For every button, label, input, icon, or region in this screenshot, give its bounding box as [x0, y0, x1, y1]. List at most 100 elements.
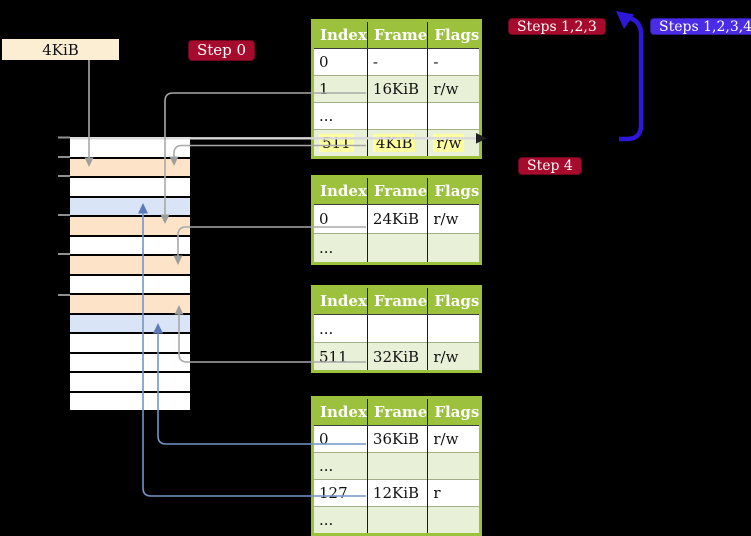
cell-text: ...: [319, 319, 334, 338]
table-row: 511 32KiB r/w: [312, 342, 481, 372]
table-header-cell: Flags: [427, 20, 481, 49]
table-row: ...: [312, 233, 481, 264]
table-cell: [366, 452, 428, 480]
table-cell: 16KiB: [366, 75, 428, 103]
table-cell: [427, 314, 481, 343]
table-cell: -: [366, 48, 428, 76]
cell-text: 32KiB: [372, 347, 420, 366]
table-cell: [427, 506, 481, 535]
table-cell: [366, 233, 428, 264]
table-row: 127 12KiB r: [312, 479, 481, 507]
table-cell: 1: [312, 75, 368, 103]
cell-text: r/w: [433, 347, 459, 366]
cell-text: 12KiB: [372, 484, 420, 502]
memory-row-3-mapped-page: [70, 195, 190, 215]
table-cell: 511: [312, 342, 368, 372]
table-row: 1 16KiB r/w: [312, 75, 481, 103]
table-row: 0 24KiB r/w: [312, 204, 481, 234]
cell-text: ...: [319, 511, 334, 529]
address-tick-marks: [58, 136, 70, 296]
up-left-arrowhead-icon: [616, 11, 634, 29]
table-cell: 32KiB: [366, 342, 428, 372]
cell-text: ...: [319, 107, 334, 125]
recursive-loop-arrow: [616, 11, 644, 142]
cell-text: 0: [319, 430, 329, 448]
table-header-cell: Flags: [427, 176, 481, 205]
cell-text: r/w: [433, 210, 459, 228]
cell-text: 0: [319, 53, 329, 71]
badge-step-0: Step 0: [188, 40, 256, 61]
table-header-cell: Frame: [366, 286, 428, 315]
memory-row-9-mapped-page: [70, 312, 190, 332]
cell-text: 0: [319, 210, 329, 228]
table-cell: ...: [312, 102, 368, 130]
cell-text: 24KiB: [372, 210, 420, 228]
table-row: ...: [312, 506, 481, 535]
physical-memory-stack: [70, 137, 190, 412]
memory-row-8-page-table: [70, 293, 190, 313]
cell-text: ...: [319, 457, 334, 475]
memory-row-5-free: [70, 234, 190, 254]
table-cell: r/w: [427, 342, 481, 372]
memory-row-0-free: [70, 137, 190, 157]
table-header-cell: Frame: [366, 20, 428, 49]
frame-size-label: 4KiB: [2, 39, 119, 60]
table-cell: 0: [312, 204, 368, 234]
table-cell: ...: [312, 506, 368, 535]
cell-text: 36KiB: [372, 430, 420, 448]
table-cell: ...: [312, 233, 368, 264]
memory-row-13-free: [70, 390, 190, 410]
cell-text: -: [372, 53, 378, 71]
cell-text: 16KiB: [372, 80, 420, 98]
badge-steps-1-2-3-4: Steps 1,2,3,4: [650, 18, 751, 35]
cell-text: r: [433, 484, 441, 502]
table-cell: [427, 233, 481, 264]
table-cell: 0: [312, 48, 368, 76]
table-cell: [366, 506, 428, 535]
table-cell: r: [427, 479, 481, 507]
table-header-cell: Index: [312, 20, 368, 49]
cell-text: r/w: [433, 80, 459, 98]
table-row: ...: [312, 102, 481, 130]
table-header-cell: Index: [312, 397, 368, 426]
table-cell: 511: [312, 129, 368, 158]
table-row: 0 - -: [312, 48, 481, 76]
cell-text: 1: [319, 80, 329, 98]
table-cell: 127: [312, 479, 368, 507]
table-header-cell: Frame: [366, 176, 428, 205]
table-cell: r/w: [427, 75, 481, 103]
cell-text: 127: [319, 484, 348, 502]
table-cell: 12KiB: [366, 479, 428, 507]
highlighted-cell-text: 4KiB: [372, 134, 416, 152]
table-row: ...: [312, 314, 481, 343]
memory-row-10-free: [70, 332, 190, 352]
badge-steps-1-2-3: Steps 1,2,3: [508, 18, 606, 35]
badge-step-4: Step 4: [518, 157, 582, 175]
table-cell: [427, 102, 481, 130]
table-header-cell: Index: [312, 286, 368, 315]
memory-row-4-page-table: [70, 215, 190, 235]
table-cell: r/w: [427, 425, 481, 453]
highlighted-cell-text: r/w: [433, 134, 465, 152]
cell-text: r/w: [433, 430, 459, 448]
table-cell: ...: [312, 452, 368, 480]
table-row: 0 36KiB r/w: [312, 425, 481, 453]
table-header-cell: Frame: [366, 397, 428, 426]
table-cell: -: [427, 48, 481, 76]
table-cell: r/w: [427, 129, 481, 158]
memory-row-12-free: [70, 371, 190, 391]
table-header-cell: Index: [312, 176, 368, 205]
table-header-cell: Flags: [427, 286, 481, 315]
cell-text: 511: [319, 347, 348, 366]
memory-row-2-free: [70, 176, 190, 196]
table-cell: [427, 452, 481, 480]
